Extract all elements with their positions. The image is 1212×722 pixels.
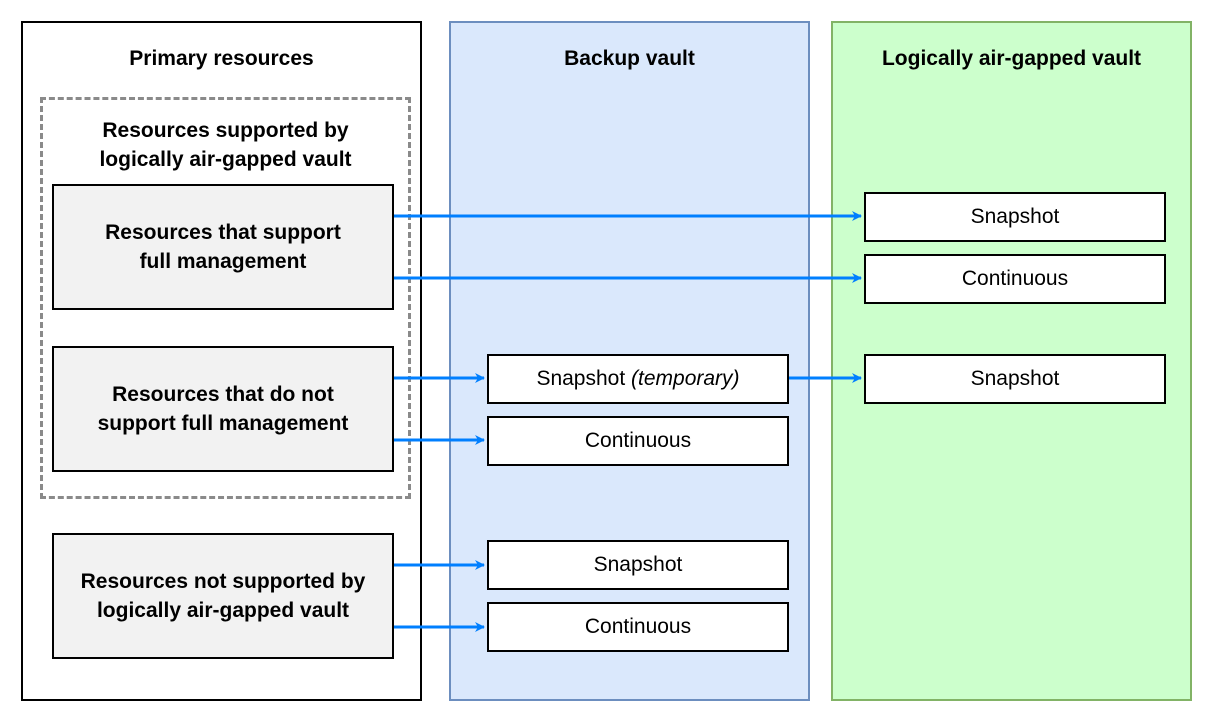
backup-vault-continuous-1: Continuous — [487, 416, 789, 466]
supported-resources-group-title: Resources supported by logically air-gap… — [99, 119, 352, 171]
airgapped-vault-title: Logically air-gapped vault — [881, 47, 1142, 70]
backup-vault-continuous-2: Continuous — [487, 602, 789, 652]
backup-vault-snapshot-2: Snapshot — [487, 540, 789, 590]
resources-full-management-box: Resources that support full management — [52, 184, 394, 310]
temporary-qualifier: (temporary) — [631, 367, 740, 390]
supported-resources-group: Resources supported by logically air-gap… — [40, 97, 411, 499]
backup-vault-snapshot-temporary: Snapshot (temporary) — [487, 354, 789, 404]
primary-resources-title: Primary resources — [129, 47, 314, 70]
airgapped-vault-continuous: Continuous — [864, 254, 1166, 304]
snapshot-label: Snapshot — [536, 367, 626, 390]
resources-not-supported-box: Resources not supported by logically air… — [52, 533, 394, 659]
airgapped-vault-snapshot-1: Snapshot — [864, 192, 1166, 242]
backup-vault-title: Backup vault — [564, 47, 695, 70]
airgapped-vault-snapshot-2: Snapshot — [864, 354, 1166, 404]
resources-partial-management-box: Resources that do not support full manag… — [52, 346, 394, 472]
